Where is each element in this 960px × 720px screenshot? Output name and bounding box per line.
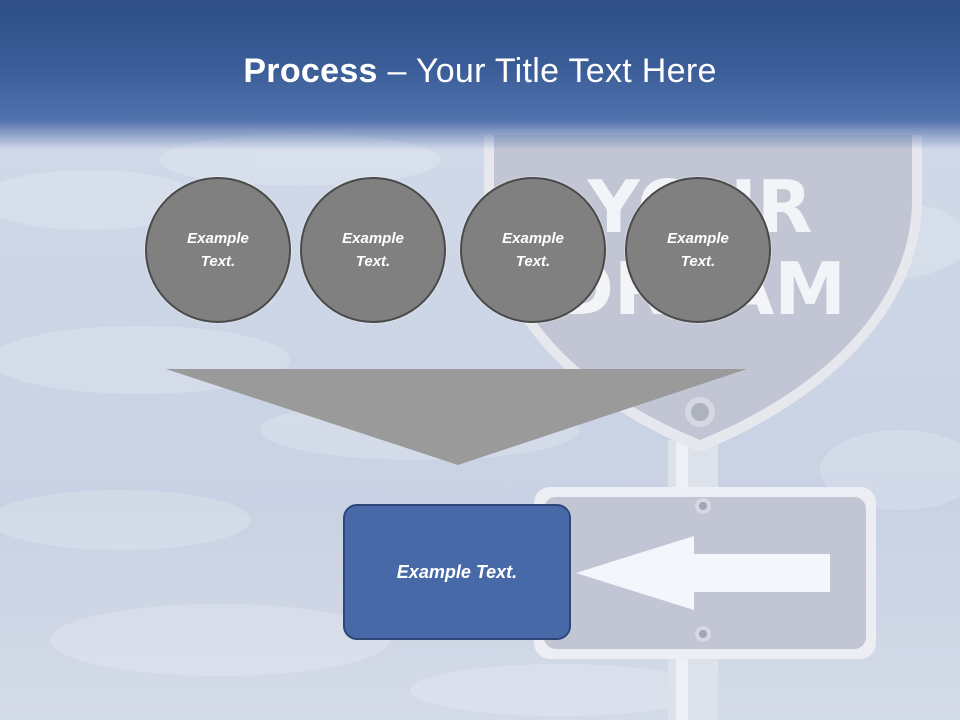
process-circle-2-text: Example Text. xyxy=(342,230,404,270)
title-rest: – Your Title Text Here xyxy=(377,52,717,90)
result-box[interactable]: Example Text. xyxy=(343,504,571,640)
title-bold: Process xyxy=(243,52,378,90)
process-circle-2[interactable]: Example Text. xyxy=(300,177,446,323)
process-circle-1-text: Example Text. xyxy=(187,230,249,270)
process-circle-4-text: Example Text. xyxy=(667,230,729,270)
result-box-text: Example Text. xyxy=(396,561,518,582)
title-band xyxy=(0,0,960,150)
process-circle-4[interactable]: Example Text. xyxy=(625,177,771,323)
slide-title[interactable]: Process – Your Title Text Here xyxy=(0,52,960,91)
process-circle-3[interactable]: Example Text. xyxy=(460,177,606,323)
left-arrow-icon xyxy=(576,536,830,610)
process-circle-1[interactable]: Example Text. xyxy=(145,177,291,323)
process-circle-3-text: Example Text. xyxy=(502,230,564,270)
